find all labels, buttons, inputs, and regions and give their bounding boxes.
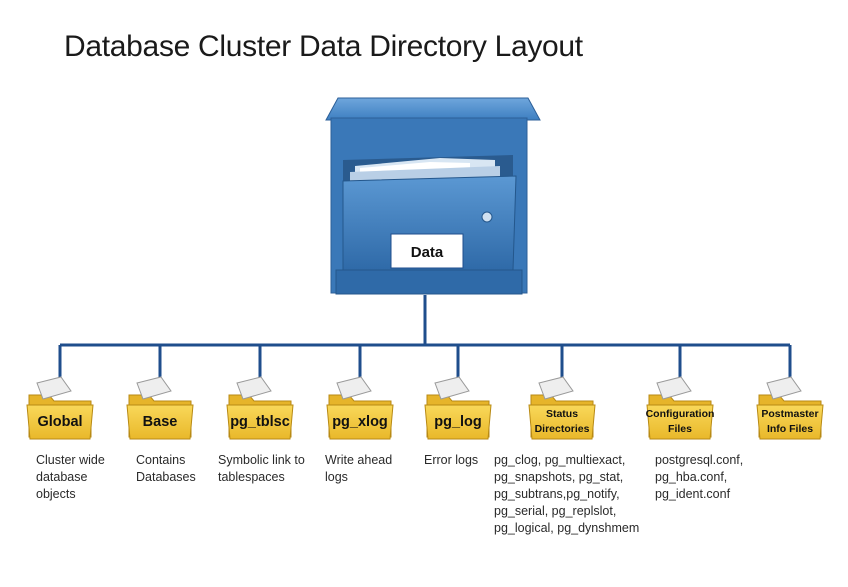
folder-label: Base [143, 414, 178, 430]
folder-icon [646, 376, 714, 440]
folder-description: Symbolic link to tablespaces [218, 452, 305, 486]
folder-description-line: pg_serial, pg_replslot, [494, 504, 617, 518]
root-label: Data [411, 244, 444, 261]
folder-icon [226, 376, 294, 440]
folder-description-line: postgresql.conf, [655, 453, 744, 467]
folder-icon [528, 376, 596, 440]
folder-icon [26, 376, 94, 440]
folder-icon [126, 376, 194, 440]
folder-label: Status [546, 408, 578, 420]
folder-description: Write ahead logs [325, 452, 392, 486]
folder-label: Directories [535, 423, 590, 435]
folder-label: Global [37, 414, 82, 430]
folder-label: Info Files [767, 423, 813, 435]
folder-description-line: Contains [136, 453, 186, 467]
folder-description-line: objects [36, 487, 76, 501]
file-cabinet-icon [325, 97, 541, 295]
folder-label: pg_tblsc [230, 414, 290, 430]
folder-label: Configuration [646, 408, 715, 420]
folder-description-line: pg_logical, pg_dynshmem [494, 521, 640, 535]
folder-description-line: pg_hba.conf, [655, 470, 728, 484]
folder-description-line: pg_ident.conf [655, 487, 731, 501]
folder-description-line: Write ahead [325, 453, 393, 467]
folder-label: pg_log [434, 414, 482, 430]
folder-description-line: pg_subtrans,pg_notify, [494, 487, 620, 501]
folder-description-line: tablespaces [218, 470, 285, 484]
folder-description-line: logs [325, 470, 348, 484]
folder-description-line: Databases [136, 470, 196, 484]
folder-description: postgresql.conf, pg_hba.conf, pg_ident.con… [655, 452, 743, 503]
folder-description: Cluster wide database objects [36, 452, 105, 503]
folder-description-line: database [36, 470, 88, 484]
folder-label: Postmaster [761, 408, 818, 420]
folder-icon [424, 376, 492, 440]
folder-description-line: Error logs [424, 453, 479, 467]
folder-description-line: Cluster wide [36, 453, 105, 467]
folder-description-line: pg_snapshots, pg_stat, [494, 470, 624, 484]
tree-connectors [58, 295, 792, 388]
folder-label: Files [668, 423, 692, 435]
folder-icon [326, 376, 394, 440]
folder-description-line: pg_clog, pg_multiexact, [494, 453, 626, 467]
folder-description: pg_clog, pg_multiexact, pg_snapshots, pg_… [494, 452, 639, 537]
folder-icon [756, 376, 824, 440]
folder-label: pg_xlog [332, 414, 388, 430]
folder-row: Global Base pg_tblsc pg_xlog pg_log StatusDir… [26, 376, 824, 440]
page-title: Database Cluster Data Directory Layout [64, 30, 583, 63]
folder-description: Error logs [424, 452, 478, 469]
folder-description-line: Symbolic link to [218, 453, 305, 467]
